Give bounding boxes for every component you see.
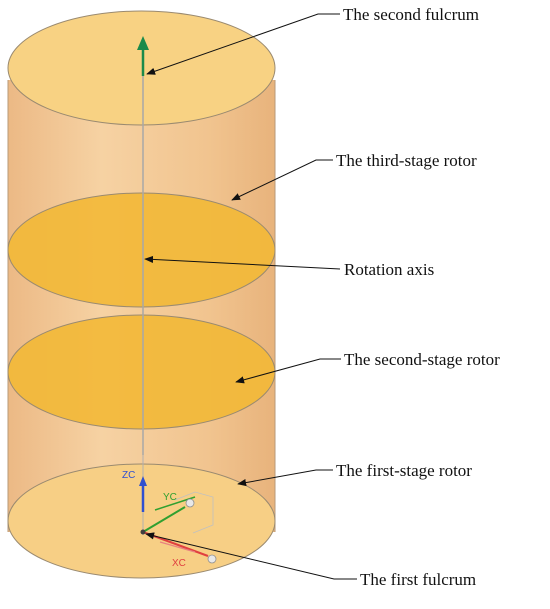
top-axis-arrow-icon [137, 36, 149, 76]
xc-axis-label: XC [172, 558, 186, 569]
yc-axis-label: YC [163, 492, 177, 503]
bottom-cap [7, 463, 276, 579]
label-second-stage-rotor: The second-stage rotor [344, 350, 500, 369]
label-third-stage-rotor: The third-stage rotor [336, 151, 477, 170]
label-rotation-axis: Rotation axis [344, 260, 434, 279]
top-cap [7, 10, 276, 126]
leader-rotation-axis [144, 255, 341, 270]
label-first-stage-rotor: The first-stage rotor [336, 461, 472, 480]
leader-first-stage-rotor [237, 469, 333, 487]
label-first-fulcrum: The first fulcrum [360, 570, 476, 589]
leader-first-fulcrum [145, 532, 357, 580]
zc-axis-label: ZC [122, 470, 135, 481]
leader-second-fulcrum [146, 13, 340, 75]
leader-second-stage-rotor [235, 358, 341, 384]
second-stage-rotor-disk [7, 314, 276, 430]
leader-third-stage-rotor [231, 159, 333, 201]
label-second-fulcrum: The second fulcrum [343, 5, 479, 24]
third-stage-rotor-disk [7, 192, 276, 308]
